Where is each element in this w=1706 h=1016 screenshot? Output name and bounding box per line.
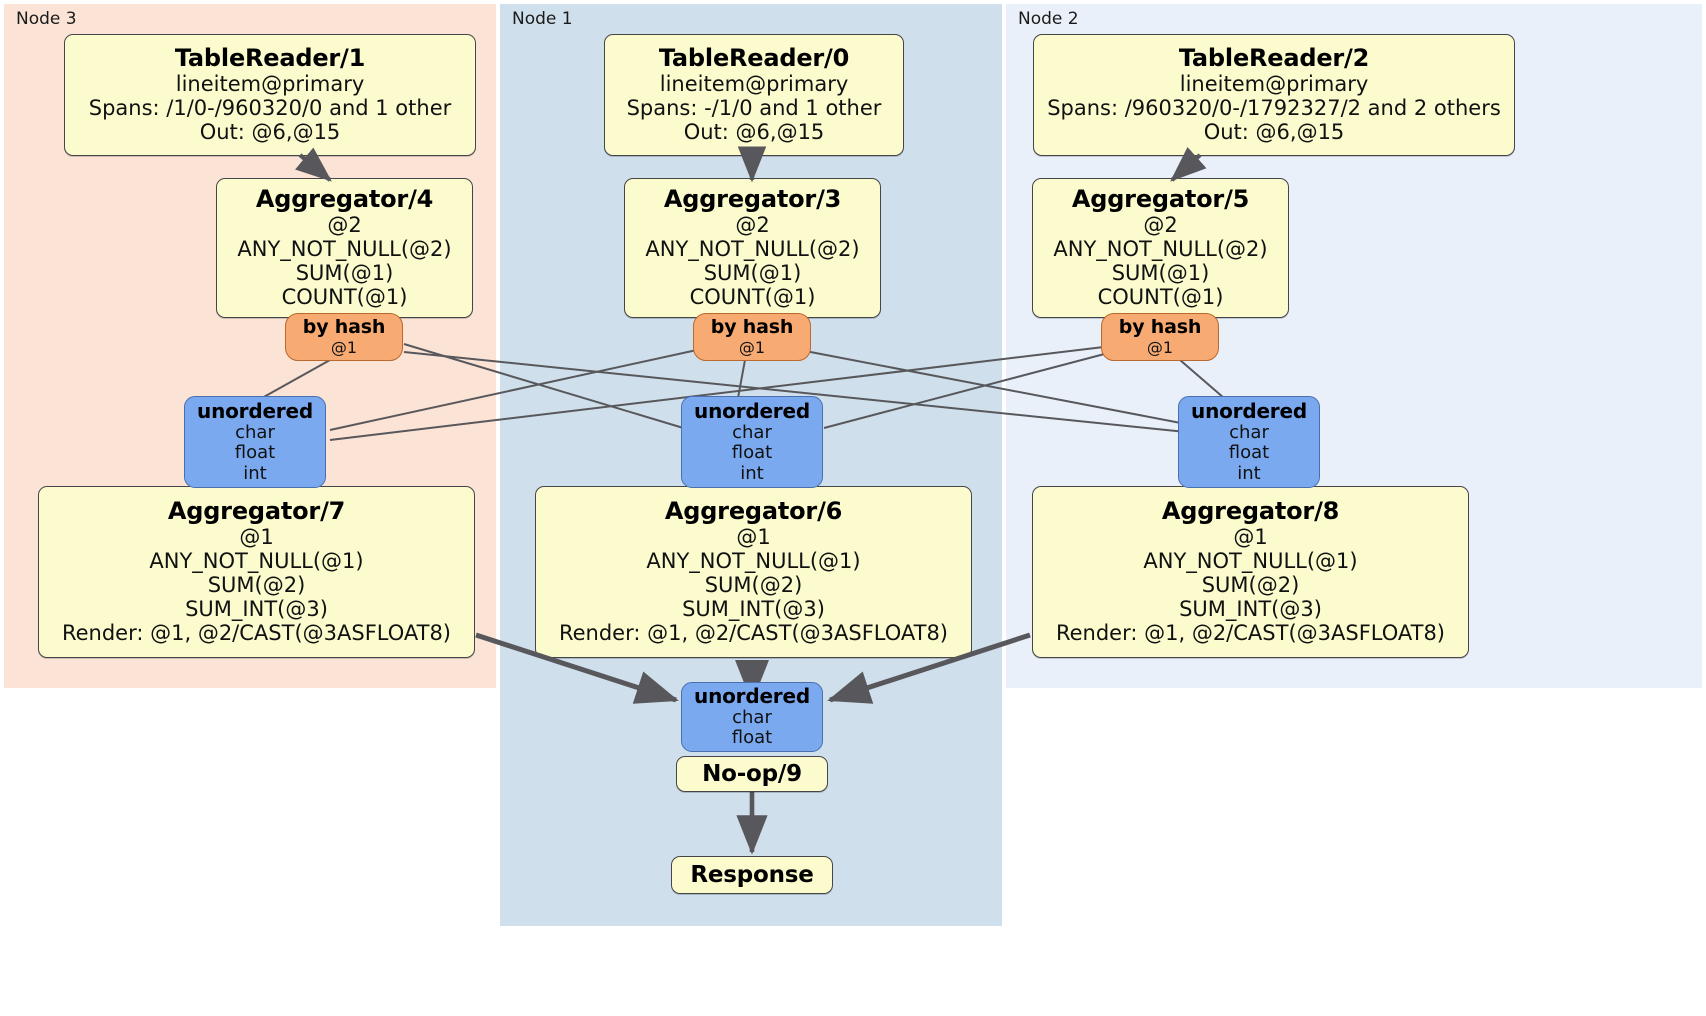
synchronizer-line: int (1237, 462, 1261, 484)
router-by-hash-node1[interactable]: by hash @1 (693, 313, 811, 361)
processor-title: Response (690, 861, 814, 888)
synchronizer-line: float (234, 442, 276, 464)
processor-title: TableReader/0 (658, 44, 850, 73)
processor-line: SUM(@2) (207, 572, 306, 597)
processor-line: ANY_NOT_NULL(@1) (1143, 548, 1358, 573)
processor-aggregator-5[interactable]: Aggregator/5 @2 ANY_NOT_NULL(@2) SUM(@1)… (1032, 178, 1289, 318)
processor-line: SUM(@1) (295, 260, 394, 285)
synchronizer-unordered-node3[interactable]: unordered char float int (184, 396, 326, 488)
processor-line: Out: @6,@15 (199, 119, 341, 144)
synchronizer-title: unordered (694, 398, 810, 423)
router-title: by hash (1118, 316, 1202, 339)
processor-line: ANY_NOT_NULL(@2) (645, 236, 860, 261)
processor-line: SUM(@2) (1201, 572, 1300, 597)
processor-aggregator-8[interactable]: Aggregator/8 @1 ANY_NOT_NULL(@1) SUM(@2)… (1032, 486, 1469, 658)
processor-line: SUM(@2) (704, 572, 803, 597)
processor-title: Aggregator/8 (1161, 497, 1340, 526)
synchronizer-title: unordered (694, 684, 810, 709)
processor-title: Aggregator/5 (1071, 185, 1250, 214)
router-title: by hash (302, 316, 386, 339)
processor-line: @1 (239, 524, 274, 549)
processor-line: Out: @6,@15 (683, 119, 825, 144)
processor-title: Aggregator/6 (664, 497, 843, 526)
router-line: @1 (1146, 337, 1174, 357)
synchronizer-unordered-node1[interactable]: unordered char float int (681, 396, 823, 488)
synchronizer-title: unordered (197, 398, 313, 423)
node-region-label-node3: Node 3 (16, 9, 77, 29)
synchronizer-line: float (1228, 442, 1270, 464)
processor-line: lineitem@primary (175, 71, 365, 96)
processor-line: @1 (736, 524, 771, 549)
processor-title: TableReader/1 (174, 44, 366, 73)
processor-line: Spans: /1/0-/960320/0 and 1 other (88, 95, 452, 120)
processor-line: lineitem@primary (659, 71, 849, 96)
node-region-label-node2: Node 2 (1018, 9, 1079, 29)
router-title: by hash (710, 316, 794, 339)
router-line: @1 (738, 337, 766, 357)
processor-line: SUM_INT(@3) (1179, 596, 1322, 621)
router-by-hash-node3[interactable]: by hash @1 (285, 313, 403, 361)
processor-noop-9[interactable]: No-op/9 (676, 756, 828, 792)
router-line: @1 (330, 337, 358, 357)
processor-tablereader-2[interactable]: TableReader/2 lineitem@primary Spans: /9… (1033, 34, 1515, 156)
processor-line: ANY_NOT_NULL(@1) (149, 548, 364, 573)
processor-line: ANY_NOT_NULL(@2) (1053, 236, 1268, 261)
processor-title: No-op/9 (702, 760, 802, 787)
synchronizer-line: int (740, 462, 764, 484)
synchronizer-line: char (732, 706, 772, 728)
processor-render-line: Render: @1, @2/CAST(@3ASFLOAT8) (558, 620, 949, 645)
processor-title: Aggregator/4 (255, 185, 434, 214)
node-region-label-node1: Node 1 (512, 9, 573, 29)
processor-line: COUNT(@1) (1097, 284, 1224, 309)
synchronizer-unordered-final[interactable]: unordered char float (681, 682, 823, 752)
processor-line: COUNT(@1) (281, 284, 408, 309)
processor-aggregator-3[interactable]: Aggregator/3 @2 ANY_NOT_NULL(@2) SUM(@1)… (624, 178, 881, 318)
processor-title: Aggregator/3 (663, 185, 842, 214)
processor-title: TableReader/2 (1178, 44, 1370, 73)
processor-tablereader-1[interactable]: TableReader/1 lineitem@primary Spans: /1… (64, 34, 476, 156)
processor-render-line: Render: @1, @2/CAST(@3ASFLOAT8) (1055, 620, 1446, 645)
processor-line: @1 (1233, 524, 1268, 549)
processor-line: COUNT(@1) (689, 284, 816, 309)
processor-aggregator-7[interactable]: Aggregator/7 @1 ANY_NOT_NULL(@1) SUM(@2)… (38, 486, 475, 658)
processor-aggregator-6[interactable]: Aggregator/6 @1 ANY_NOT_NULL(@1) SUM(@2)… (535, 486, 972, 658)
processor-render-line: Render: @1, @2/CAST(@3ASFLOAT8) (61, 620, 452, 645)
processor-line: lineitem@primary (1179, 71, 1369, 96)
processor-line: @2 (1143, 212, 1178, 237)
processor-line: ANY_NOT_NULL(@2) (237, 236, 452, 261)
processor-title: Aggregator/7 (167, 497, 346, 526)
synchronizer-line: char (1229, 421, 1269, 443)
processor-line: SUM_INT(@3) (682, 596, 825, 621)
processor-line: SUM(@1) (703, 260, 802, 285)
processor-line: Out: @6,@15 (1203, 119, 1345, 144)
synchronizer-line: int (243, 462, 267, 484)
processor-line: @2 (327, 212, 362, 237)
processor-line: ANY_NOT_NULL(@1) (646, 548, 861, 573)
synchronizer-unordered-node2[interactable]: unordered char float int (1178, 396, 1320, 488)
router-by-hash-node2[interactable]: by hash @1 (1101, 313, 1219, 361)
processor-response[interactable]: Response (671, 856, 833, 894)
synchronizer-line: char (235, 421, 275, 443)
processor-aggregator-4[interactable]: Aggregator/4 @2 ANY_NOT_NULL(@2) SUM(@1)… (216, 178, 473, 318)
synchronizer-title: unordered (1191, 398, 1307, 423)
processor-line: @2 (735, 212, 770, 237)
processor-line: SUM_INT(@3) (185, 596, 328, 621)
processor-tablereader-0[interactable]: TableReader/0 lineitem@primary Spans: -/… (604, 34, 904, 156)
synchronizer-line: float (731, 727, 773, 749)
synchronizer-line: char (732, 421, 772, 443)
processor-line: SUM(@1) (1111, 260, 1210, 285)
synchronizer-line: float (731, 442, 773, 464)
processor-line: Spans: /960320/0-/1792327/2 and 2 others (1047, 95, 1501, 120)
processor-line: Spans: -/1/0 and 1 other (626, 95, 882, 120)
